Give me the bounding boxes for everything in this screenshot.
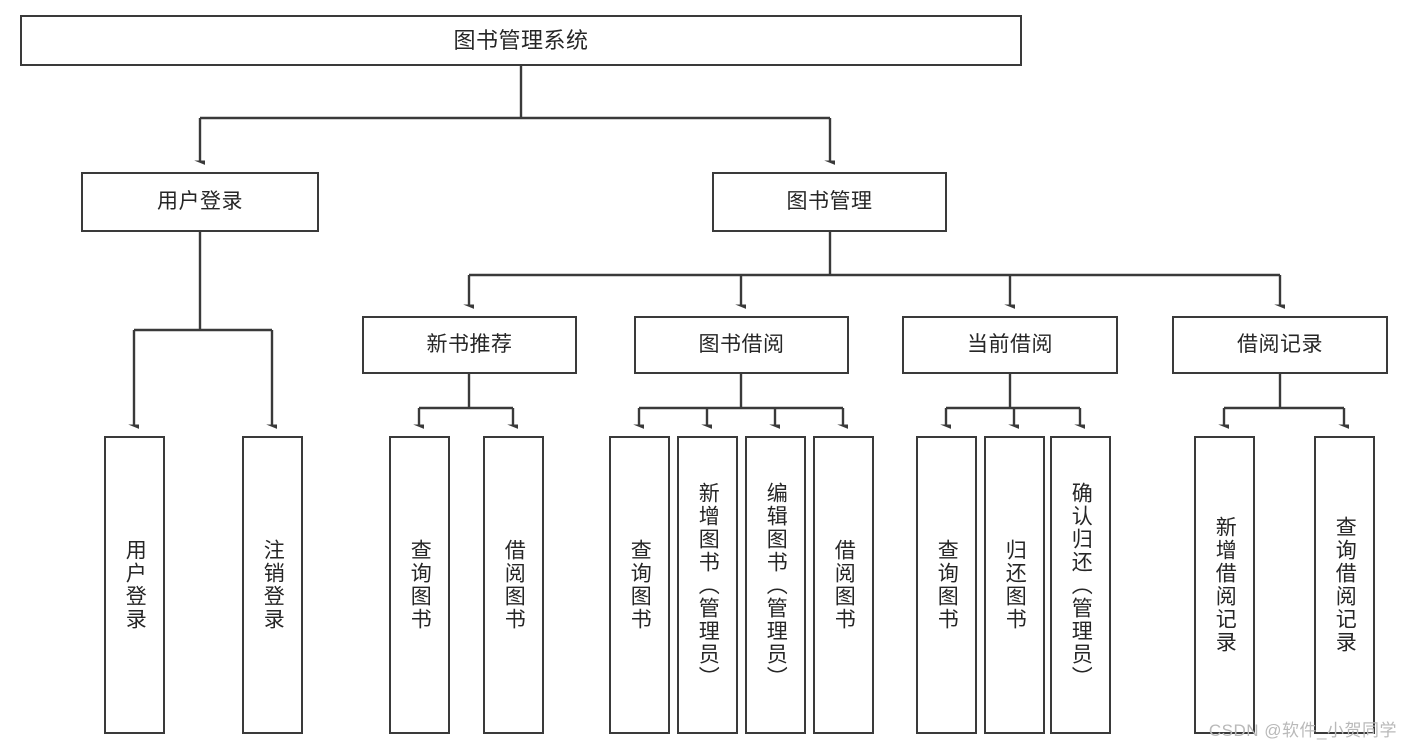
node-root-label: 图书管理系统 (453, 27, 589, 53)
node-leaf-add-record[interactable]: 新增借阅记录 (1194, 436, 1255, 734)
node-root[interactable]: 图书管理系统 (20, 15, 1022, 66)
node-leaf-user-logout[interactable]: 注销登录 (242, 436, 303, 734)
node-book-borrow-label: 图书借阅 (698, 332, 785, 356)
node-borrow-record-label: 借阅记录 (1237, 332, 1323, 356)
node-leaf-return-book-label: 归还图书 (1003, 539, 1027, 631)
node-leaf-add-book-label: 新增图书（管理员） (696, 481, 720, 689)
node-current-borrow-label: 当前借阅 (967, 332, 1053, 356)
node-leaf-query-book-3[interactable]: 查询图书 (916, 436, 977, 734)
watermark: CSDN @软件_小贺同学 (1208, 721, 1397, 740)
node-leaf-confirm-return-label: 确认归还（管理员） (1069, 481, 1093, 689)
node-leaf-query-book-3-label: 查询图书 (935, 539, 959, 631)
node-leaf-user-logout-label: 注销登录 (261, 539, 285, 631)
node-leaf-return-book[interactable]: 归还图书 (984, 436, 1045, 734)
node-leaf-query-record-label: 查询借阅记录 (1333, 516, 1357, 654)
node-book-manage-label: 图书管理 (786, 189, 873, 213)
node-leaf-query-book-2[interactable]: 查询图书 (609, 436, 670, 734)
node-leaf-borrow-book-1[interactable]: 借阅图书 (483, 436, 544, 734)
node-leaf-borrow-book-2[interactable]: 借阅图书 (813, 436, 874, 734)
node-new-book-recommend-label: 新书推荐 (426, 332, 513, 356)
node-leaf-query-book-1[interactable]: 查询图书 (389, 436, 450, 734)
node-leaf-edit-book-label: 编辑图书（管理员） (764, 481, 788, 689)
node-current-borrow[interactable]: 当前借阅 (902, 316, 1118, 374)
node-leaf-borrow-book-2-label: 借阅图书 (832, 539, 856, 631)
node-borrow-record[interactable]: 借阅记录 (1172, 316, 1388, 374)
node-leaf-borrow-book-1-label: 借阅图书 (502, 539, 526, 631)
node-leaf-confirm-return[interactable]: 确认归还（管理员） (1050, 436, 1111, 734)
node-leaf-edit-book[interactable]: 编辑图书（管理员） (745, 436, 806, 734)
node-leaf-user-login-label: 用户登录 (123, 539, 147, 631)
node-leaf-user-login[interactable]: 用户登录 (104, 436, 165, 734)
node-user-login-label: 用户登录 (157, 189, 243, 213)
node-user-login[interactable]: 用户登录 (81, 172, 319, 232)
node-leaf-query-record[interactable]: 查询借阅记录 (1314, 436, 1375, 734)
node-leaf-add-book[interactable]: 新增图书（管理员） (677, 436, 738, 734)
node-leaf-query-book-1-label: 查询图书 (408, 539, 432, 631)
node-leaf-add-record-label: 新增借阅记录 (1213, 516, 1237, 654)
node-book-borrow[interactable]: 图书借阅 (634, 316, 849, 374)
node-book-manage[interactable]: 图书管理 (712, 172, 947, 232)
node-new-book-recommend[interactable]: 新书推荐 (362, 316, 577, 374)
node-leaf-query-book-2-label: 查询图书 (628, 539, 652, 631)
